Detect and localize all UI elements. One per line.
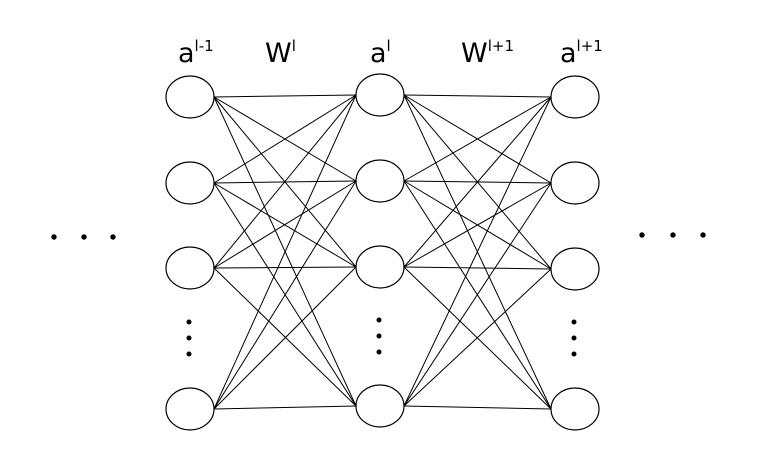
connection-0-2-3 bbox=[213, 267, 357, 407]
connection-0-3-0 bbox=[213, 94, 357, 410]
connection-0-2-1 bbox=[213, 180, 357, 269]
neuron-layer-l-minus-1-3 bbox=[165, 246, 215, 290]
label-a-l-plus-1: al+1 bbox=[560, 37, 603, 69]
connection-0-3-1 bbox=[213, 180, 357, 410]
neurons bbox=[165, 73, 600, 431]
connection-1-1-0 bbox=[403, 96, 552, 182]
horizontal-ellipsis-right bbox=[639, 232, 706, 238]
connection-1-2-2 bbox=[403, 266, 552, 270]
connection-1-2-0 bbox=[403, 96, 552, 268]
connection-1-3-0 bbox=[403, 96, 552, 407]
connection-1-3-3 bbox=[403, 405, 552, 410]
neuron-layer-l-3 bbox=[355, 245, 405, 289]
connection-1-0-0 bbox=[403, 94, 552, 98]
neuron-layer-l-2 bbox=[355, 159, 405, 203]
neuron-layer-l-plus-1-2 bbox=[550, 161, 600, 205]
neuron-layer-l-plus-1-1 bbox=[550, 75, 600, 119]
neuron-layer-l-1 bbox=[355, 73, 405, 117]
horizontal-ellipsis-left bbox=[51, 234, 116, 240]
neuron-layer-l-4 bbox=[355, 384, 405, 428]
connection-1-2-1 bbox=[403, 182, 552, 268]
weight-connections bbox=[213, 94, 552, 410]
connection-0-3-3 bbox=[213, 405, 357, 410]
connection-0-1-0 bbox=[213, 94, 357, 184]
connection-1-3-1 bbox=[403, 182, 552, 407]
connection-0-0-0 bbox=[213, 94, 357, 98]
connection-1-3-2 bbox=[403, 268, 552, 407]
neuron-layer-l-minus-1-4 bbox=[165, 387, 215, 431]
vertical-ellipsis-layer-l bbox=[376, 317, 382, 355]
vertical-ellipsis-layer-l-minus-1 bbox=[186, 319, 192, 357]
connection-0-3-2 bbox=[213, 266, 357, 410]
connection-0-2-2 bbox=[213, 266, 357, 269]
neuron-layer-l-plus-1-4 bbox=[550, 387, 600, 431]
label-a-l: al bbox=[370, 37, 391, 69]
vertical-ellipsis-layer-l-plus-1 bbox=[571, 319, 577, 357]
neuron-layer-l-minus-1-1 bbox=[165, 75, 215, 119]
label-a-l-minus-1: al-1 bbox=[178, 37, 214, 69]
label-w-l-plus-1: Wl+1 bbox=[461, 37, 514, 69]
label-w-l: Wl bbox=[265, 37, 296, 69]
connection-0-2-0 bbox=[213, 94, 357, 269]
neuron-layer-l-plus-1-3 bbox=[550, 247, 600, 291]
neuron-layer-l-minus-1-2 bbox=[165, 161, 215, 205]
